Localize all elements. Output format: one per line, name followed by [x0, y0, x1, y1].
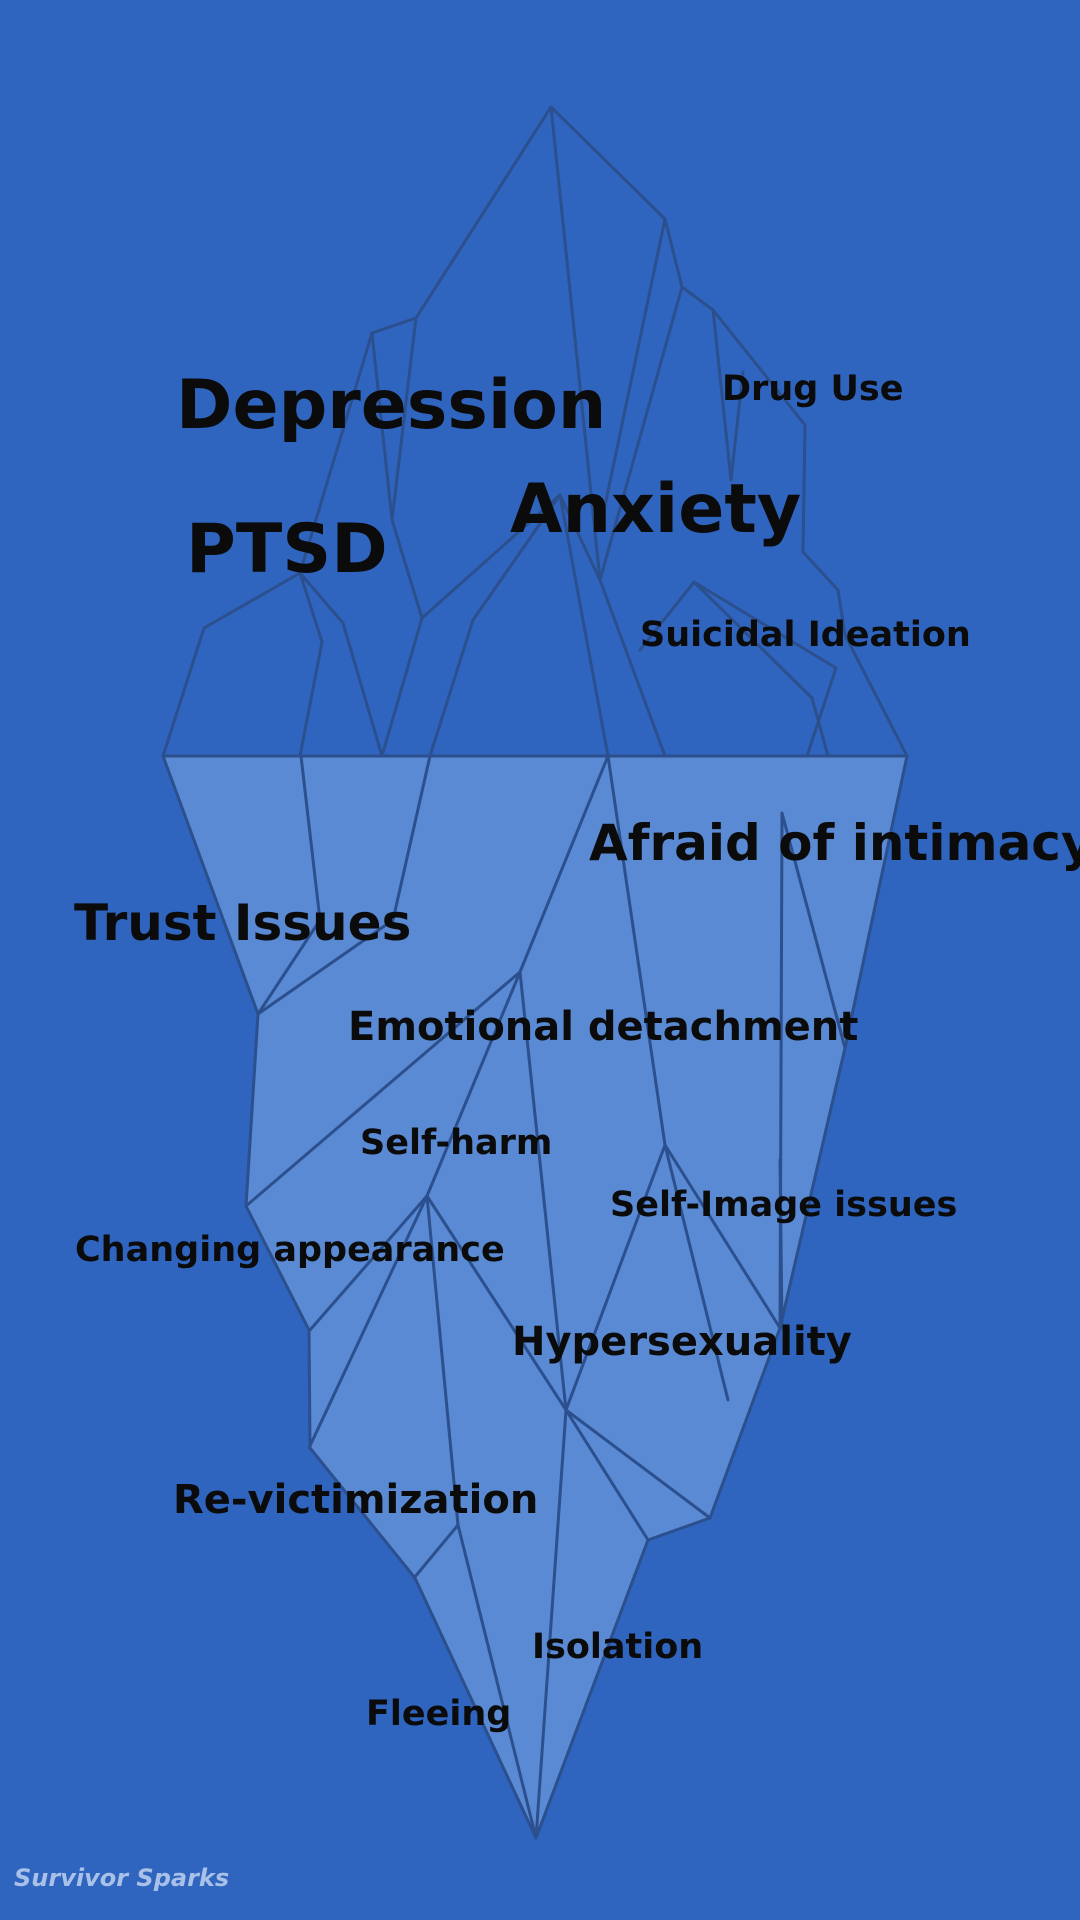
label-trust-issues: Trust Issues: [74, 894, 412, 952]
label-anxiety: Anxiety: [510, 470, 802, 549]
label-afraid-of-intimacy: Afraid of intimacy: [589, 814, 1080, 872]
label-suicidal-ideation: Suicidal Ideation: [640, 615, 971, 655]
label-hypersexuality: Hypersexuality: [512, 1319, 852, 1365]
iceberg-facets: [244, 105, 847, 1840]
label-drug-use: Drug Use: [722, 369, 904, 409]
label-fleeing: Fleeing: [366, 1694, 512, 1734]
label-self-harm: Self-harm: [360, 1123, 553, 1163]
label-isolation: Isolation: [532, 1627, 704, 1667]
label-depression: Depression: [176, 366, 607, 445]
label-re-victimization: Re-victimization: [173, 1477, 539, 1523]
iceberg-tip-outline: [161, 105, 909, 757]
label-self-image-issues: Self-Image issues: [610, 1185, 958, 1225]
label-emotional-detachment: Emotional detachment: [348, 1004, 859, 1050]
label-ptsd: PTSD: [186, 510, 388, 589]
credit-text: Survivor Sparks: [14, 1864, 230, 1892]
label-changing-appearance: Changing appearance: [75, 1230, 505, 1270]
